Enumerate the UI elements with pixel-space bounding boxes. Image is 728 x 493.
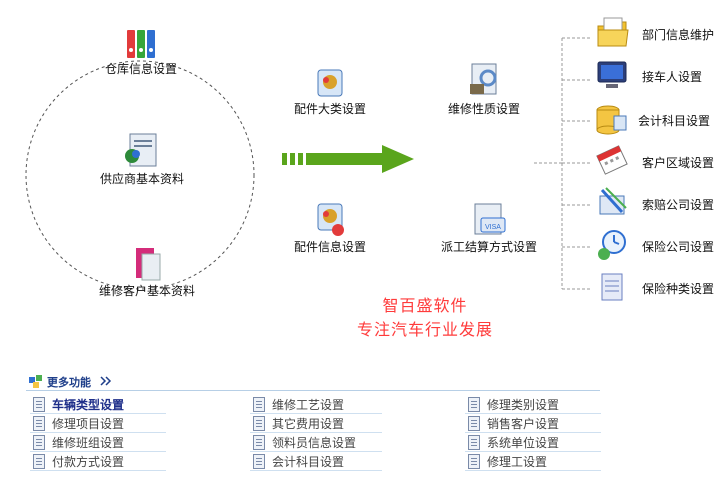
repair-category-link[interactable]: 修理类别设置 (487, 398, 560, 412)
row-divider (250, 413, 382, 414)
warehouse-settings-label: 仓库信息设置 (104, 62, 177, 76)
pink-folder-icon (136, 248, 161, 281)
other-fees-link[interactable]: 其它费用设置 (272, 417, 345, 431)
notepad-icon (601, 273, 623, 301)
monitor-icon (597, 61, 627, 88)
supplier-document-icon (125, 133, 157, 167)
books-icon (599, 187, 627, 215)
brand-slogan: 专注汽车行业发展 (356, 320, 493, 339)
supplier-info-item[interactable]: 供应商基本资料 (90, 130, 194, 187)
row-divider (250, 470, 382, 471)
doc-icon (33, 397, 45, 412)
row-divider (250, 451, 382, 452)
row-divider (465, 470, 601, 471)
folder-icon (597, 17, 629, 47)
accounting-subject-link[interactable]: 会计科目设置 (272, 455, 345, 469)
right-item-region[interactable]: 客户区域设置 (596, 144, 726, 178)
dispatch-settlement-label: 派工结算方式设置 (440, 240, 537, 254)
binders-icon (127, 30, 155, 58)
doc-icon (33, 416, 45, 431)
right-item-accounting[interactable]: 会计科目设置 (594, 102, 726, 136)
repair-nature-icon (470, 63, 497, 95)
double-chevron-icon (100, 376, 112, 386)
right-item-dept[interactable]: 部门信息维护 (596, 16, 726, 50)
doc-icon (468, 397, 480, 412)
repair-item-link[interactable]: 修理项目设置 (52, 417, 125, 431)
repair-customer-label: 维修客户基本资料 (98, 284, 195, 298)
mechanic-link[interactable]: 修理工设置 (487, 455, 548, 469)
doc-icon (33, 435, 45, 450)
doc-icon (253, 397, 265, 412)
parts-category-icon (317, 69, 343, 97)
right-item-receiver[interactable]: 接车人设置 (596, 58, 726, 92)
row-divider (30, 413, 166, 414)
calendar-icon (596, 145, 628, 175)
right-item-label: 客户区域设置 (642, 156, 715, 170)
more-functions-divider (26, 390, 600, 391)
row-divider (30, 451, 166, 452)
right-item-label: 索赔公司设置 (642, 198, 715, 212)
repair-team-link[interactable]: 维修班组设置 (52, 436, 125, 450)
parts-category-item[interactable]: 配件大类设置 (290, 66, 370, 117)
row-divider (465, 413, 601, 414)
doc-icon (468, 416, 480, 431)
doc-icon (33, 454, 45, 469)
parts-info-icon (317, 203, 344, 236)
repair-customer-item[interactable]: 维修客户基本资料 (92, 246, 202, 299)
right-item-label: 部门信息维护 (642, 28, 715, 42)
warehouse-settings-item[interactable]: 仓库信息设置 (96, 26, 186, 77)
parts-info-item[interactable]: 配件信息设置 (290, 200, 370, 255)
doc-icon (468, 454, 480, 469)
database-icon (596, 105, 627, 135)
doc-icon (253, 435, 265, 450)
supplier-info-label: 供应商基本资料 (99, 172, 184, 186)
more-functions-icon (29, 375, 42, 388)
vehicle-type-link[interactable]: 车辆类型设置 (52, 398, 125, 412)
right-item-label: 保险种类设置 (642, 282, 715, 296)
parts-info-label: 配件信息设置 (293, 240, 366, 254)
doc-icon (253, 416, 265, 431)
visa-card-icon: VISA (474, 203, 506, 235)
right-item-insurance-co[interactable]: 保险公司设置 (596, 228, 726, 262)
sales-customer-link[interactable]: 销售客户设置 (487, 417, 560, 431)
repair-nature-label: 维修性质设置 (447, 102, 520, 116)
clock-icon (598, 230, 626, 260)
right-item-label: 会计科目设置 (638, 114, 711, 128)
row-divider (30, 432, 166, 433)
row-divider (250, 432, 382, 433)
parts-category-label: 配件大类设置 (293, 102, 366, 116)
repair-nature-item[interactable]: 维修性质设置 (440, 60, 528, 117)
right-item-label: 接车人设置 (642, 70, 703, 84)
row-divider (465, 451, 601, 452)
brand-name: 智百盛软件 (382, 296, 468, 315)
dispatch-settlement-item[interactable]: VISA 派工结算方式设置 (434, 200, 544, 255)
more-functions-title: 更多功能 (47, 376, 91, 389)
system-unit-link[interactable]: 系统单位设置 (487, 436, 560, 450)
right-item-claims[interactable]: 索赔公司设置 (596, 186, 726, 220)
repair-process-link[interactable]: 维修工艺设置 (272, 398, 345, 412)
right-item-insurance-type[interactable]: 保险种类设置 (596, 270, 726, 304)
right-item-label: 保险公司设置 (642, 240, 715, 254)
row-divider (465, 432, 601, 433)
doc-icon (468, 435, 480, 450)
material-clerk-link[interactable]: 领料员信息设置 (272, 436, 357, 450)
payment-method-link[interactable]: 付款方式设置 (52, 455, 125, 469)
row-divider (30, 470, 166, 471)
doc-icon (253, 454, 265, 469)
svg-text:VISA: VISA (485, 224, 501, 231)
flow-arrow-icon (282, 145, 414, 173)
